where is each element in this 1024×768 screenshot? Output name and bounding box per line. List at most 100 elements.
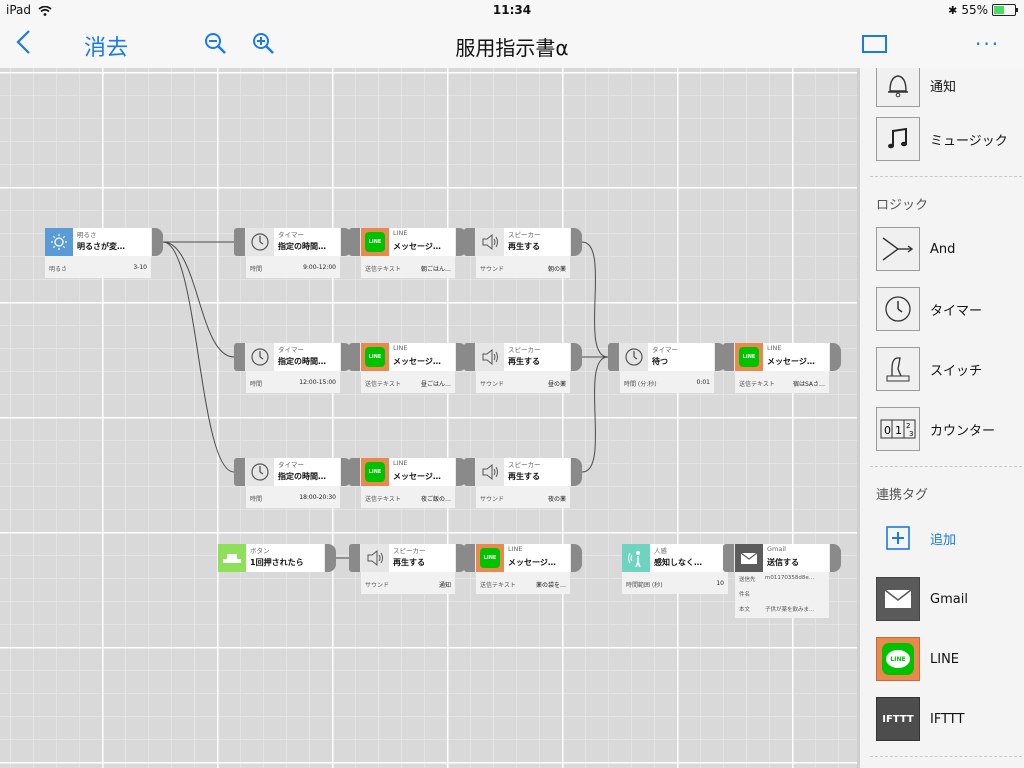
input-port[interactable] — [464, 458, 477, 486]
flow-node-n8[interactable]: タイマー待つ時間 (分:秒)0:01 — [608, 343, 726, 395]
input-port[interactable] — [349, 343, 362, 371]
svg-text:0: 0 — [884, 424, 891, 437]
node-properties: 送信テキスト昼ごはん… — [361, 371, 455, 393]
line-icon: LINE — [735, 343, 763, 371]
node-title: 待つ — [652, 357, 668, 366]
output-port[interactable] — [150, 228, 163, 256]
zoom-out-button[interactable] — [204, 32, 228, 60]
more-button[interactable]: ··· — [975, 32, 1000, 56]
zoom-out-icon — [205, 33, 226, 54]
node-category: スピーカー — [508, 346, 541, 354]
wifi-icon — [38, 5, 52, 16]
node-header: スピーカー再生する — [361, 544, 455, 572]
input-port[interactable] — [464, 228, 477, 256]
output-port[interactable] — [323, 544, 336, 572]
input-port[interactable] — [234, 343, 247, 371]
speaker-icon — [361, 544, 389, 572]
output-port[interactable] — [569, 343, 582, 371]
sidebar-item-music[interactable]: ミュージック — [876, 116, 1008, 162]
output-port[interactable] — [828, 544, 841, 572]
output-port[interactable] — [828, 343, 841, 371]
layout-toggle-button[interactable] — [862, 34, 888, 58]
wire-n1-n10 — [162, 241, 235, 473]
status-right: ✱ 55% — [948, 3, 1018, 17]
delete-button[interactable]: 消去 — [84, 36, 129, 61]
node-header: タイマー待つ — [620, 343, 714, 371]
sidebar-item-timer[interactable]: タイマー — [876, 286, 982, 332]
property-value: 9:00-12:00 — [303, 264, 336, 271]
node-properties: サウンド朝の薬 — [476, 256, 570, 278]
ifttt-logo-text: IFTTT — [882, 713, 914, 725]
input-port[interactable] — [464, 343, 477, 371]
ellipsis-icon: ··· — [975, 32, 1001, 56]
add-tag-button[interactable]: 追加 — [876, 515, 956, 561]
output-port[interactable] — [569, 458, 582, 486]
node-title: メッセージ… — [767, 357, 815, 366]
bluetooth-icon: ✱ — [948, 3, 958, 17]
node-title: 再生する — [393, 558, 425, 567]
property-value: 朝ごはん… — [420, 266, 451, 273]
flow-node-n12[interactable]: スピーカー再生するサウンド夜の薬 — [464, 458, 582, 510]
output-port[interactable] — [569, 544, 582, 572]
sidebar-item-line[interactable]: LINE LINE — [876, 636, 959, 682]
back-button[interactable] — [14, 28, 34, 60]
switch-icon — [876, 347, 920, 391]
flow-node-n7[interactable]: スピーカー再生するサウンド昼の薬 — [464, 343, 582, 395]
node-title: 1回押されたら — [250, 558, 304, 567]
wire-n12-n8 — [581, 356, 609, 473]
input-port[interactable] — [234, 228, 247, 256]
node-title: 指定の時間… — [278, 242, 326, 251]
sidebar-item-ifttt[interactable]: IFTTT IFTTT — [876, 696, 964, 742]
property-value: m01170358d8e… — [765, 575, 815, 581]
input-port[interactable] — [608, 343, 621, 371]
output-port[interactable] — [569, 228, 582, 256]
node-properties: サウンド夜の薬 — [476, 486, 570, 508]
node-title: メッセージ… — [393, 242, 441, 251]
flow-node-n14[interactable]: スピーカー再生するサウンド通知 — [349, 544, 467, 596]
plus-icon — [876, 516, 920, 560]
input-port[interactable] — [349, 544, 362, 572]
input-port[interactable] — [349, 458, 362, 486]
svg-text:1: 1 — [895, 424, 902, 437]
node-properties: 時間範囲 (秒)10 — [622, 572, 728, 594]
input-port[interactable] — [723, 544, 736, 572]
input-port[interactable] — [464, 544, 477, 572]
flow-node-n4[interactable]: スピーカー再生するサウンド朝の薬 — [464, 228, 582, 280]
sidebar-item-and[interactable]: And — [876, 226, 955, 272]
sidebar-item-gmail[interactable]: Gmail — [876, 576, 968, 622]
node-title: メッセージ… — [508, 558, 556, 567]
input-port[interactable] — [349, 228, 362, 256]
node-category: タイマー — [278, 231, 304, 239]
property-value: 夜の薬 — [547, 496, 566, 503]
input-port[interactable] — [723, 343, 736, 371]
input-port[interactable] — [234, 458, 247, 486]
sidebar-item-switch[interactable]: スイッチ — [876, 346, 982, 392]
node-header: 明るさ明るさが変… — [45, 228, 151, 256]
sidebar-item-notification[interactable]: 通知 — [876, 68, 956, 108]
sidebar-item-label: 通知 — [930, 79, 957, 95]
logic-section-header: ロジック — [876, 198, 929, 213]
flow-node-n16[interactable]: 人感感知しなく…時間範囲 (秒)10 — [622, 544, 740, 596]
node-title: メッセージ… — [393, 472, 441, 481]
zoom-in-button[interactable] — [252, 32, 276, 60]
add-tag-label: 追加 — [930, 532, 957, 548]
property-value: 朝の薬 — [547, 266, 566, 273]
